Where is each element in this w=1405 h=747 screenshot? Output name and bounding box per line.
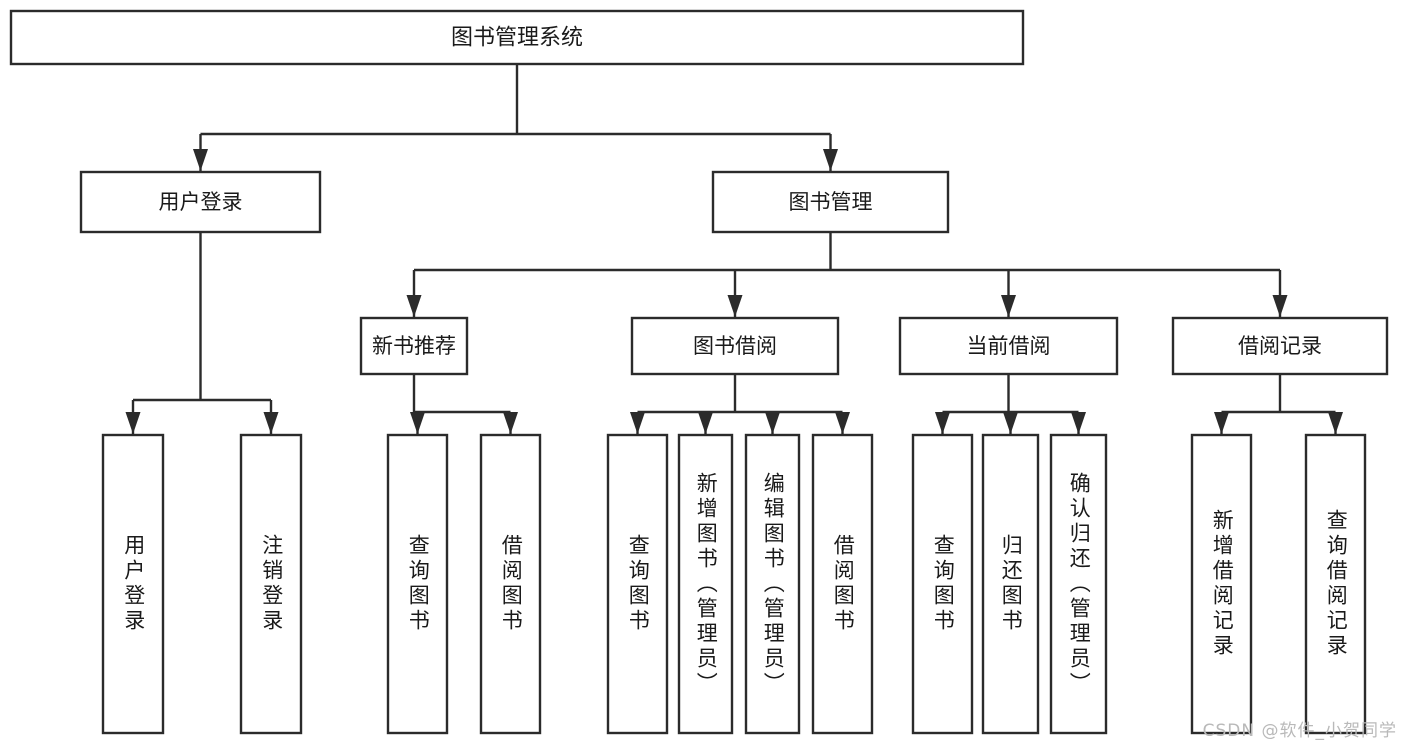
leaf-box-leaf-borrow-book-1[interactable] xyxy=(479,433,542,735)
arrow-head-icon xyxy=(765,412,780,434)
node-box-book-borrow[interactable] xyxy=(630,316,840,376)
arrow-head-icon xyxy=(263,412,279,434)
arrow-head-icon xyxy=(1071,412,1086,434)
leaf-box-leaf-borrow-book-2[interactable] xyxy=(811,433,874,735)
leaf-box-leaf-user-login[interactable] xyxy=(101,433,165,735)
leaf-box-leaf-logout-login[interactable] xyxy=(239,433,303,735)
node-label-user-login: 用户登录 xyxy=(159,190,243,214)
arrow-head-icon xyxy=(193,149,208,171)
node-box-borrow-record[interactable] xyxy=(1171,316,1389,376)
leaf-box-leaf-query-record[interactable] xyxy=(1304,433,1367,735)
leaf-box-leaf-add-record[interactable] xyxy=(1190,433,1253,735)
arrow-head-icon xyxy=(835,412,850,434)
arrow-head-icon xyxy=(630,412,645,434)
watermark-text: CSDN @软件_小贺同学 xyxy=(1202,721,1397,741)
node-box-new-book-recommend[interactable] xyxy=(359,316,469,376)
node-label-current-borrow: 当前借阅 xyxy=(967,334,1051,358)
leaf-box-leaf-confirm-return[interactable] xyxy=(1049,433,1108,735)
node-box-book-management[interactable] xyxy=(711,170,950,234)
arrow-head-icon xyxy=(727,295,743,317)
node-label-root: 图书管理系统 xyxy=(451,26,583,51)
arrow-head-icon xyxy=(1001,295,1016,317)
arrow-head-icon xyxy=(503,412,518,434)
node-label-new-book-recommend: 新书推荐 xyxy=(372,334,456,358)
arrow-head-icon xyxy=(125,412,141,434)
arrow-head-icon xyxy=(1214,412,1229,434)
node-box-root[interactable] xyxy=(9,9,1025,66)
node-box-current-borrow[interactable] xyxy=(898,316,1119,376)
arrow-head-icon xyxy=(1272,295,1288,317)
node-box-user-login[interactable] xyxy=(79,170,322,234)
leaf-box-leaf-add-book[interactable] xyxy=(677,433,734,735)
leaf-box-leaf-return-book[interactable] xyxy=(981,433,1040,735)
boxes-layer xyxy=(9,9,1389,735)
node-label-borrow-record: 借阅记录 xyxy=(1238,334,1322,358)
arrow-head-icon xyxy=(410,412,425,434)
arrow-head-icon xyxy=(698,412,713,434)
arrow-head-icon xyxy=(823,149,838,171)
arrow-head-icon xyxy=(1003,412,1018,434)
arrow-head-icon xyxy=(1328,412,1343,434)
leaf-box-leaf-query-book-1[interactable] xyxy=(386,433,449,735)
leaf-box-leaf-edit-book[interactable] xyxy=(744,433,801,735)
node-label-book-management: 图书管理 xyxy=(789,190,873,214)
arrow-head-icon xyxy=(406,295,422,317)
arrow-head-icon xyxy=(935,412,950,434)
node-label-book-borrow: 图书借阅 xyxy=(693,334,777,358)
leaf-box-leaf-query-book-2[interactable] xyxy=(606,433,669,735)
connectors-layer xyxy=(125,64,1343,434)
leaf-box-leaf-query-book-3[interactable] xyxy=(911,433,974,735)
